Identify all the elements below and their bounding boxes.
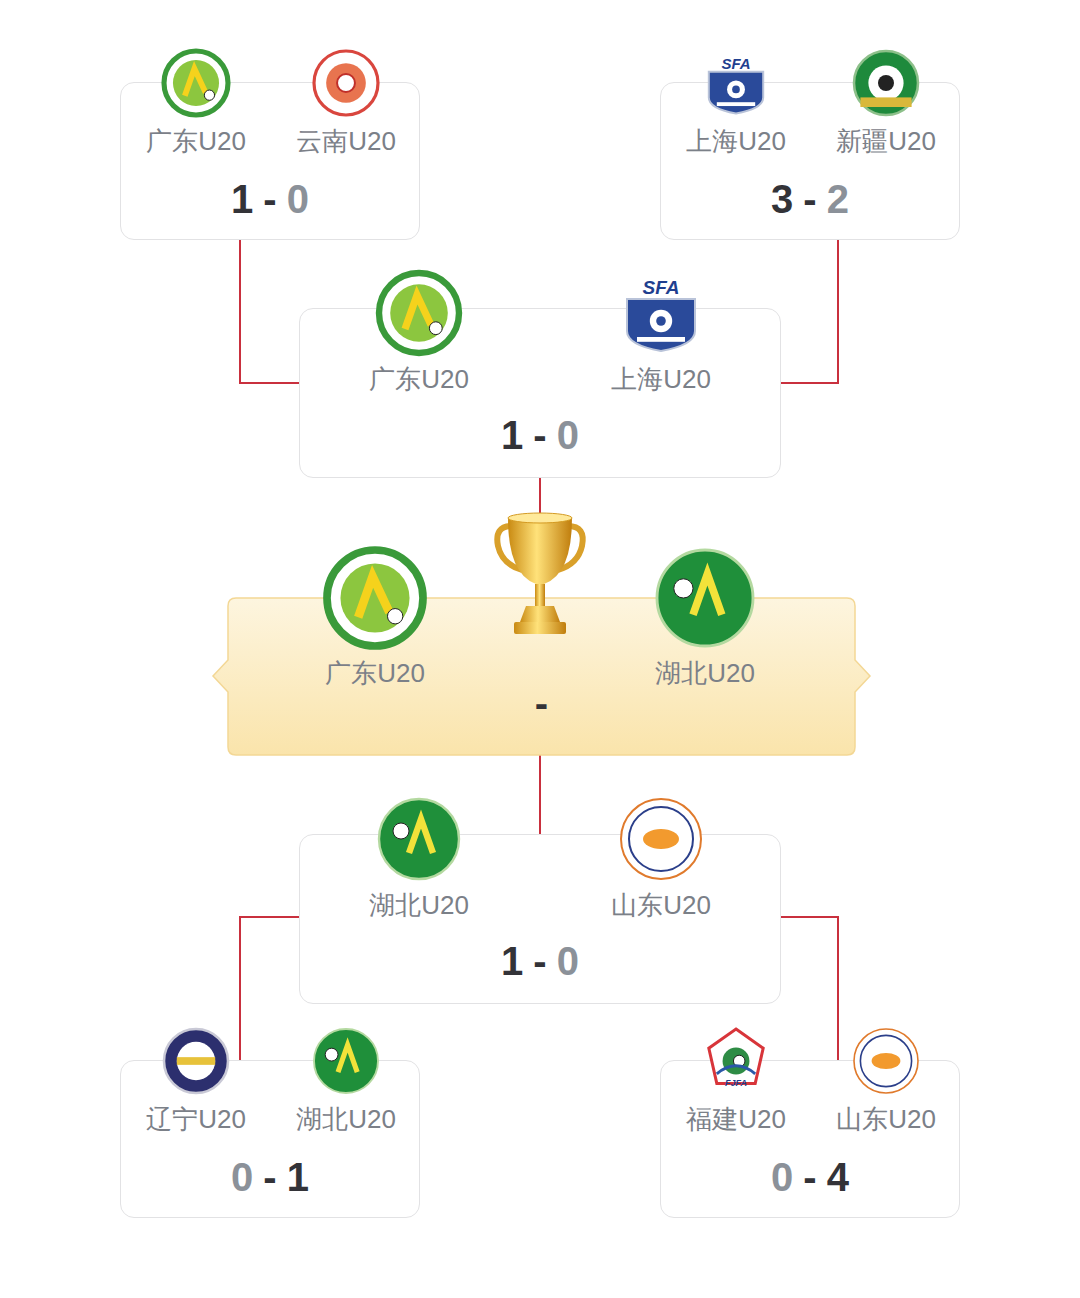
team-emblem <box>850 1025 922 1097</box>
team-name: 山东U20 <box>836 1106 936 1132</box>
team-emblem <box>160 47 232 119</box>
score-number: 3 <box>771 179 793 219</box>
score-number: 1 <box>501 941 523 981</box>
team-emblem <box>850 47 922 119</box>
score-number: 1 <box>231 179 253 219</box>
emblem-text: SFA <box>643 278 680 297</box>
score-dash: - <box>533 941 546 981</box>
score-number: 4 <box>827 1157 849 1197</box>
team-name: 湖北U20 <box>369 892 469 918</box>
team-emblem <box>310 1025 382 1097</box>
score-number: 0 <box>231 1157 253 1197</box>
bracket-connector <box>240 917 299 1060</box>
team-emblem <box>310 47 382 119</box>
score-number: 0 <box>287 179 309 219</box>
score-number: 1 <box>287 1157 309 1197</box>
team-emblem <box>160 1025 232 1097</box>
team-name: 上海U20 <box>611 366 711 392</box>
score-dash: - <box>535 683 548 723</box>
match-card: 湖北U20 山东U20 1-0 <box>299 834 781 1004</box>
match-card: 福建U20 山东U20 0-4 FJFA <box>660 1060 960 1218</box>
emblem-text: SFA <box>721 56 750 71</box>
final-match-band: 广东U20 湖北U20 - <box>213 598 870 755</box>
match-card: 广东U20 云南U20 1-0 <box>120 82 420 240</box>
score-dash: - <box>803 179 816 219</box>
score-dash: - <box>803 1157 816 1197</box>
score-number: 2 <box>827 179 849 219</box>
team-emblem <box>653 546 757 650</box>
team-name: 广东U20 <box>325 660 425 686</box>
score-number: 0 <box>557 941 579 981</box>
team-name: 福建U20 <box>686 1106 786 1132</box>
team-emblem <box>617 795 705 883</box>
team-emblem <box>375 795 463 883</box>
team-name: 云南U20 <box>296 128 396 154</box>
score-number: 0 <box>557 415 579 455</box>
bracket-connector <box>539 755 541 834</box>
bracket-connector <box>781 240 838 383</box>
score-dash: - <box>533 415 546 455</box>
team-name: 广东U20 <box>146 128 246 154</box>
team-emblem <box>375 269 463 357</box>
team-name: 山东U20 <box>611 892 711 918</box>
team-name: 湖北U20 <box>296 1106 396 1132</box>
team-emblem <box>323 546 427 650</box>
match-card: 广东U20上海U201-0SFA <box>299 308 781 478</box>
team-name: 辽宁U20 <box>146 1106 246 1132</box>
team-name: 广东U20 <box>369 366 469 392</box>
team-name: 新疆U20 <box>836 128 936 154</box>
match-card: 辽宁U20 湖北U20 0-1 <box>120 1060 420 1218</box>
team-name: 上海U20 <box>686 128 786 154</box>
bracket-connector <box>781 917 838 1060</box>
score-dash: - <box>263 179 276 219</box>
score-number: 1 <box>501 415 523 455</box>
bracket-connector <box>240 240 299 383</box>
emblem-text: FJFA <box>725 1079 747 1088</box>
trophy-icon <box>490 512 590 644</box>
score-number: 0 <box>771 1157 793 1197</box>
match-card: 上海U20新疆U203-2SFA <box>660 82 960 240</box>
team-name: 湖北U20 <box>655 660 755 686</box>
score-dash: - <box>263 1157 276 1197</box>
